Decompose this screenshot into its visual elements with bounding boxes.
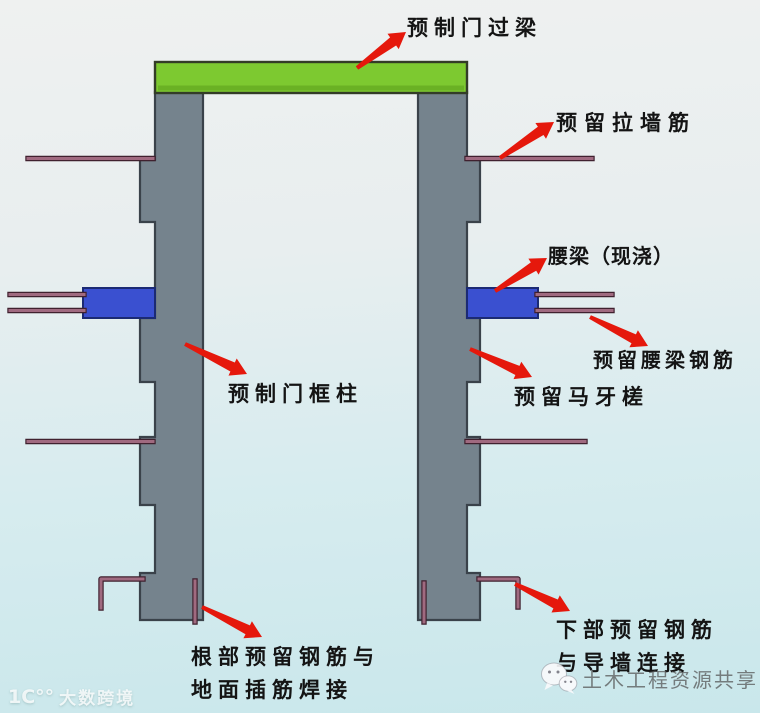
wechat-icon [541, 662, 578, 694]
label-toothed-joint: 预留马牙槎 [514, 385, 649, 409]
watermark-brand-left: 1C°° 大数跨境 [8, 684, 136, 710]
arrow-layer [184, 32, 648, 639]
right-door-frame-column-shape [416, 90, 482, 622]
label-waist-beam-rebar: 预留腰梁钢筋 [593, 348, 737, 372]
label-wall-tie-rebar: 预留拉墙筋 [556, 111, 696, 135]
label-door-frame-column: 预制门框柱 [228, 382, 363, 406]
annotation-arrow-icon [514, 582, 570, 613]
waist-beam-right-shape [466, 287, 539, 319]
annotation-arrow-icon [355, 32, 406, 70]
annotation-arrow-icon [493, 258, 547, 293]
watermark-right-text: 土木工程资源共享 [582, 667, 758, 692]
rebar-shape [98, 576, 146, 611]
label-lower-note-line1: 下部预留钢筋 [556, 618, 718, 642]
label-lintel: 预制门过梁 [407, 16, 542, 40]
label-lower-note: 下部预留钢筋 与导墙连接 [556, 614, 718, 680]
rebar-shape [477, 577, 520, 609]
watermark-brand-right: 土木工程资源共享 [540, 661, 758, 695]
annotation-arrow-icon [201, 605, 262, 639]
annotation-arrow-icon [589, 315, 648, 348]
rebar-shape [99, 577, 145, 610]
rebar-layer [7, 155, 615, 625]
annotation-arrow-icon [184, 342, 247, 376]
lintel-beam-shade [158, 85, 464, 91]
label-root-note: 根部预留钢筋与 地面插筋焊接 [191, 641, 380, 707]
annotation-arrow-icon [498, 122, 554, 160]
label-root-note-line1: 根部预留钢筋与 [191, 645, 380, 669]
left-door-frame-column-shape [138, 90, 205, 622]
brand-logo-text: 大数跨境 [59, 689, 136, 709]
label-waist-beam: 腰梁（现浇） [548, 244, 674, 268]
label-root-note-line2: 地面插筋焊接 [191, 678, 353, 702]
label-lower-note-line2: 与导墙连接 [556, 651, 691, 675]
annotation-arrow-icon [469, 347, 532, 380]
waist-beam-left-shape [82, 287, 156, 319]
rebar-shape [476, 576, 521, 610]
brand-logo-icon: 1C°° [8, 685, 55, 708]
